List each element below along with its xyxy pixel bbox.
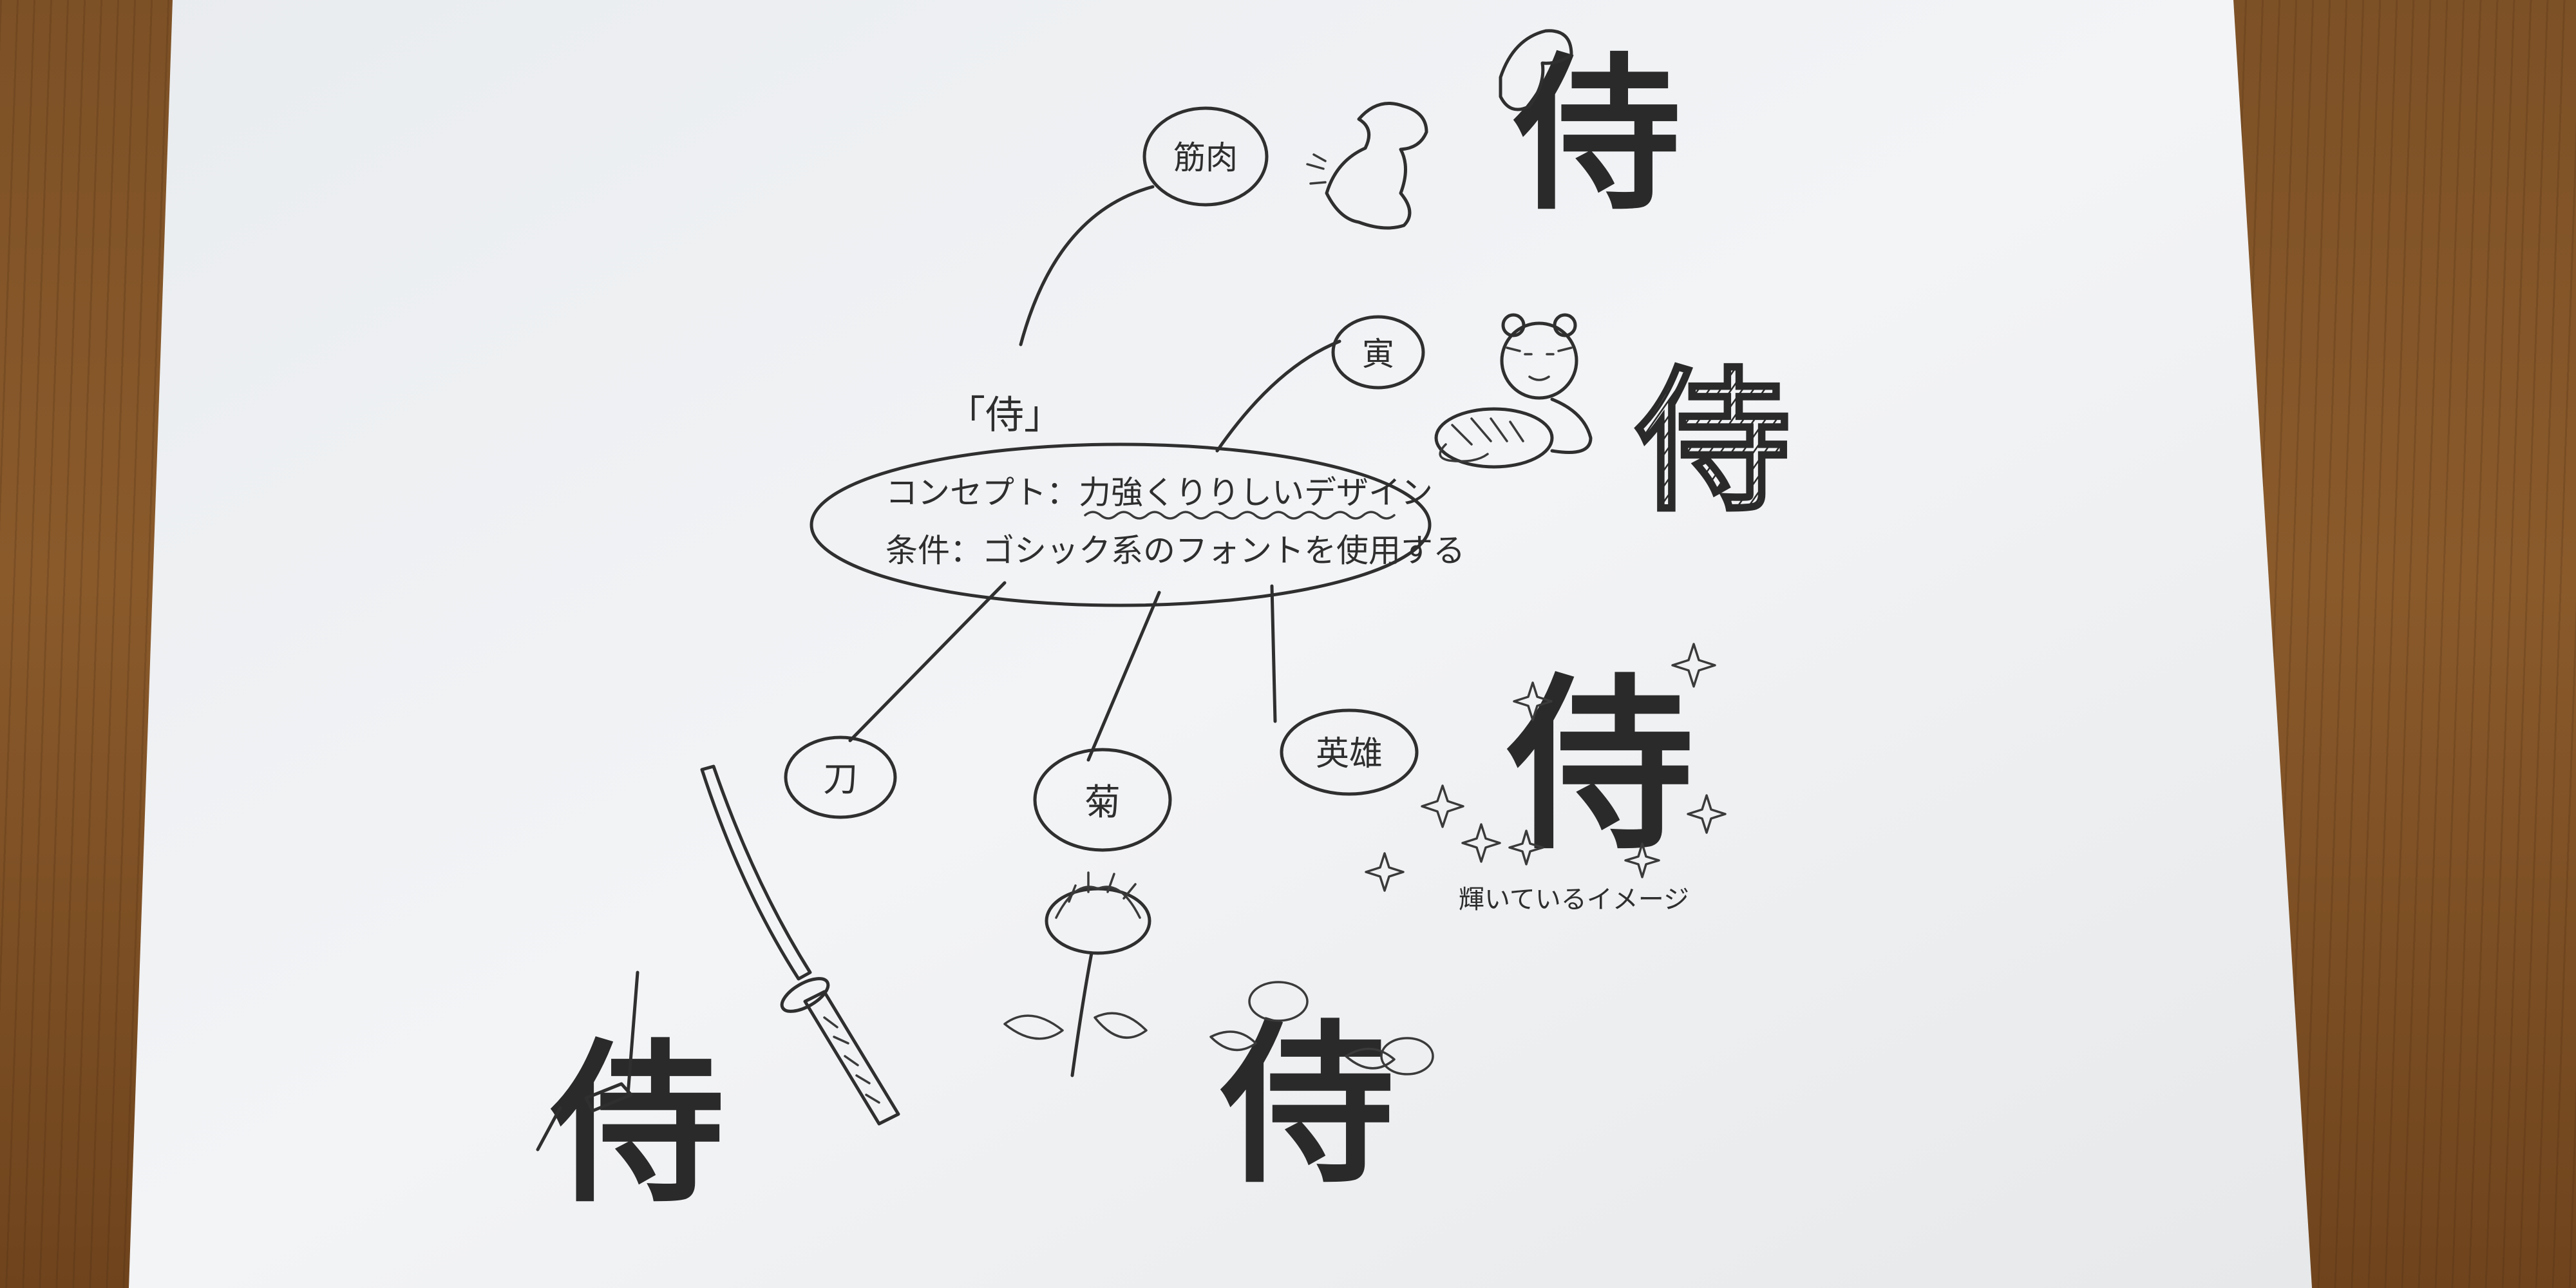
condition-text: 条件：ゴシック系のフォントを使用する bbox=[886, 532, 1465, 569]
flower-kanji: 侍 bbox=[1218, 1004, 1394, 1207]
muscle-design: 侍 bbox=[1499, 29, 1681, 233]
sparkle-icon bbox=[1421, 784, 1464, 828]
paper-sheet bbox=[129, 0, 2312, 1288]
node-katana-label: 刀 bbox=[823, 759, 858, 799]
flower-overlay-2 bbox=[1380, 1037, 1434, 1075]
tiger-design: 侍 bbox=[1634, 351, 1792, 534]
muscle-arm-overlay bbox=[1499, 29, 1573, 111]
sparkle-icon bbox=[1687, 794, 1727, 834]
node-katana-bubble bbox=[784, 735, 897, 819]
concept-bubble bbox=[810, 442, 1432, 607]
concept-underline bbox=[1084, 511, 1396, 520]
tiger-kanji: 侍 bbox=[1635, 352, 1790, 533]
flexed-arm-icon bbox=[1306, 102, 1428, 230]
katana-icon bbox=[700, 764, 900, 1126]
sparkle-icon bbox=[1513, 681, 1553, 721]
node-chrysanthemum-bubble bbox=[1033, 748, 1172, 852]
node-chrysanthemum-label: 菊 bbox=[1084, 782, 1121, 824]
sword-overlay bbox=[536, 971, 639, 1151]
connector-chrysanthemum bbox=[1086, 591, 1161, 762]
sword-kanji: 侍 bbox=[548, 1023, 724, 1226]
sparkle-icon bbox=[1365, 852, 1405, 892]
sparkle-design: 侍 輝いているイメージ bbox=[1365, 643, 1727, 914]
flower-design: 侍 bbox=[1209, 981, 1434, 1207]
node-muscle-label: 筋肉 bbox=[1173, 139, 1238, 176]
muscle-kanji: 侍 bbox=[1511, 39, 1681, 233]
node-hero-label: 英雄 bbox=[1316, 735, 1383, 773]
connector-hero bbox=[1270, 584, 1277, 723]
connector-katana bbox=[848, 581, 1007, 743]
tiger-icon bbox=[1434, 313, 1593, 469]
sparkle-kanji: 侍 bbox=[1504, 658, 1694, 875]
chrysanthemum-icon bbox=[1003, 871, 1151, 1077]
sparkle-caption: 輝いているイメージ bbox=[1459, 885, 1689, 914]
node-hero-bubble bbox=[1280, 708, 1419, 796]
sword-design: 侍 bbox=[536, 971, 724, 1226]
sparkle-icon bbox=[1624, 842, 1660, 878]
sparkle-icon bbox=[1461, 823, 1501, 863]
flower-overlay-1 bbox=[1248, 981, 1309, 1022]
concept-text: コンセプト：力強くりりしいデザイン bbox=[886, 474, 1433, 511]
node-tiger-bubble bbox=[1331, 315, 1425, 390]
sparkle-icon bbox=[1671, 643, 1716, 688]
connector-tiger bbox=[1215, 339, 1341, 453]
node-tiger-label: 寅 bbox=[1362, 336, 1394, 373]
node-muscle-bubble bbox=[1142, 106, 1269, 207]
flower-leaf bbox=[1209, 1030, 1396, 1070]
sparkle-icon bbox=[1508, 829, 1544, 866]
center-title: 「侍」 bbox=[947, 393, 1063, 438]
connector-muscle bbox=[1019, 185, 1155, 346]
